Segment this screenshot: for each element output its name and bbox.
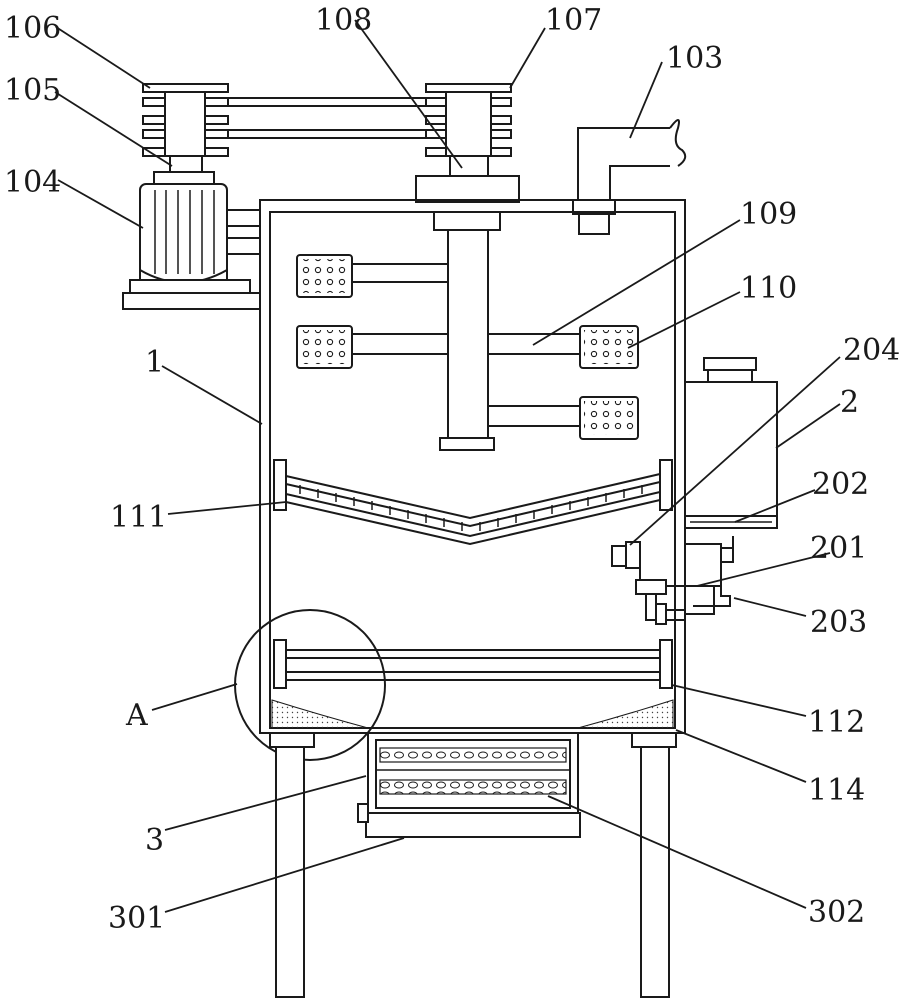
label-105: 105 — [4, 73, 61, 108]
label-1: 1 — [145, 345, 164, 380]
labels: 106 108 107 103 105 104 109 110 204 1 2 … — [4, 3, 900, 936]
label-202: 202 — [812, 467, 869, 502]
label-104: 104 — [4, 165, 61, 200]
label-111: 111 — [110, 500, 167, 535]
label-a: A — [125, 698, 148, 733]
label-107: 107 — [545, 3, 602, 38]
label-110: 110 — [740, 271, 797, 306]
label-108: 108 — [315, 3, 372, 38]
leader-lines — [54, 19, 841, 913]
label-112: 112 — [808, 705, 865, 740]
outlet-filter-box — [357, 732, 581, 838]
side-box — [611, 357, 778, 625]
label-301: 301 — [108, 901, 165, 936]
inlet-pipe — [572, 119, 687, 235]
label-302: 302 — [808, 895, 865, 930]
filter-plate — [273, 459, 673, 546]
motor — [122, 171, 261, 310]
label-2: 2 — [840, 385, 859, 420]
label-106: 106 — [4, 11, 61, 46]
legs — [269, 732, 677, 998]
label-204: 204 — [843, 333, 900, 368]
label-114: 114 — [808, 773, 865, 808]
label-109: 109 — [740, 197, 797, 232]
scraper-rod — [271, 639, 674, 729]
label-203: 203 — [810, 605, 867, 640]
label-103: 103 — [666, 41, 723, 76]
label-201: 201 — [810, 531, 867, 566]
stirring-shaft — [296, 229, 639, 451]
label-3: 3 — [145, 823, 164, 858]
belt-drive — [142, 83, 520, 203]
